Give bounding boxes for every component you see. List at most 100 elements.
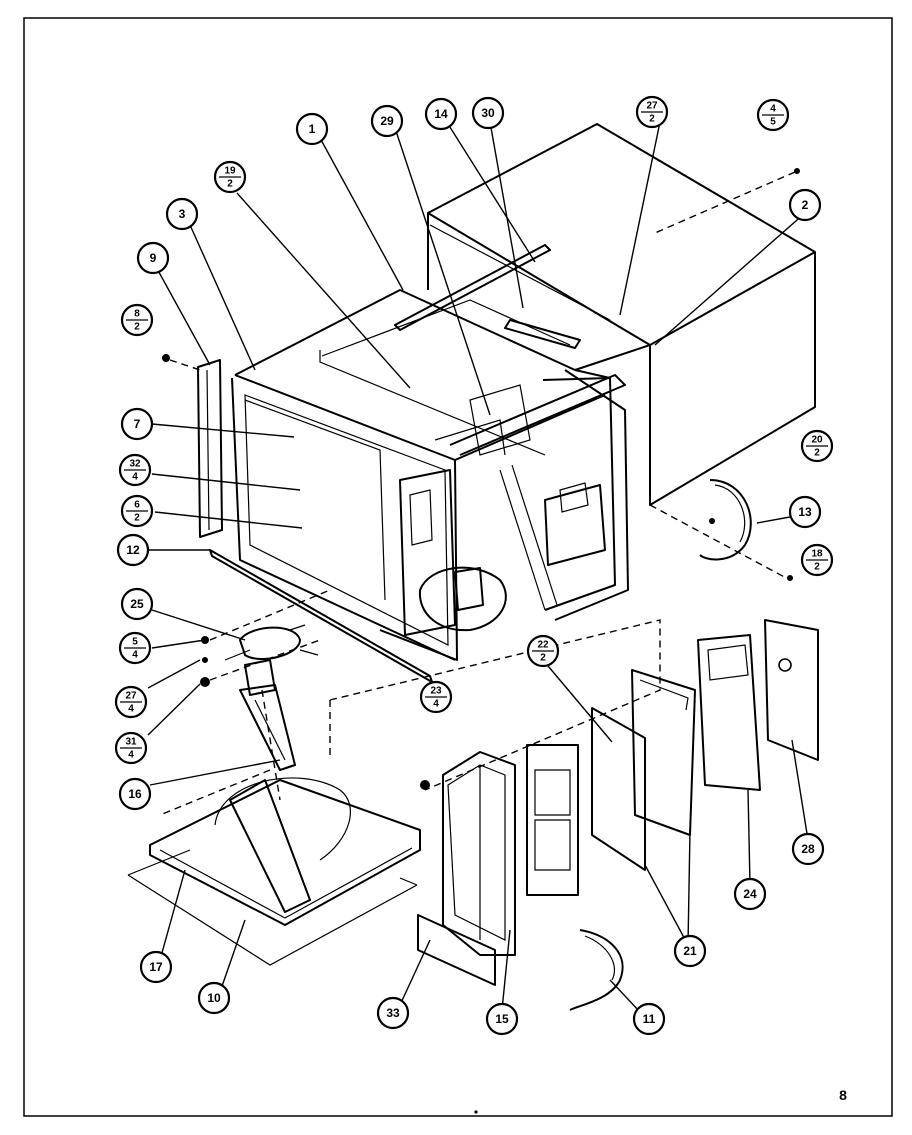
callout-12: 12 (116, 533, 150, 567)
callout-16: 16 (118, 777, 152, 811)
callout-25: 25 (120, 587, 154, 621)
base-tray (127, 777, 421, 966)
svg-text:14: 14 (434, 107, 448, 121)
door-glass (417, 914, 496, 986)
callout-31-4: 314 (114, 731, 148, 765)
callout-27-4: 274 (114, 685, 148, 719)
svg-text:8: 8 (134, 309, 140, 320)
svg-text:4: 4 (128, 704, 134, 715)
callout-13: 13 (788, 495, 822, 529)
svg-text:1: 1 (309, 122, 316, 136)
svg-text:29: 29 (380, 114, 394, 128)
callout-10: 10 (197, 981, 231, 1015)
callout-11: 11 (632, 1002, 666, 1036)
callout-8-2: 82 (120, 303, 154, 337)
svg-text:17: 17 (149, 960, 163, 974)
bottom-trim (209, 549, 433, 683)
svg-text:20: 20 (811, 435, 823, 446)
svg-text:2: 2 (134, 322, 140, 333)
door (442, 751, 516, 956)
svg-text:21: 21 (683, 944, 697, 958)
callout-33: 33 (376, 996, 410, 1030)
svg-text:6: 6 (134, 500, 140, 511)
callout-27-2: 272 (635, 95, 669, 129)
callout-15: 15 (485, 1002, 519, 1036)
svg-text:13: 13 (798, 505, 812, 519)
circuit-board (697, 634, 761, 791)
callout-28: 28 (791, 832, 825, 866)
callout-24: 24 (733, 877, 767, 911)
control-panel (526, 669, 696, 896)
callout-9: 9 (136, 241, 170, 275)
svg-text:2: 2 (814, 562, 820, 573)
page-number: 8 (839, 1087, 847, 1103)
svg-text:15: 15 (495, 1012, 509, 1026)
svg-text:2: 2 (802, 198, 809, 212)
svg-text:30: 30 (481, 106, 495, 120)
svg-text:31: 31 (125, 737, 137, 748)
svg-text:27: 27 (125, 691, 137, 702)
svg-text:16: 16 (128, 787, 142, 801)
svg-text:4: 4 (433, 699, 439, 710)
callout-6-2: 62 (120, 494, 154, 528)
callout-17: 17 (139, 950, 173, 984)
assembly-lines (159, 171, 796, 816)
leader-lines (140, 121, 809, 1013)
mounting-bracket (764, 619, 819, 761)
svg-text:33: 33 (386, 1006, 400, 1020)
print-dot (474, 1110, 478, 1114)
callout-2: 2 (788, 188, 822, 222)
callout-18-2: 182 (800, 543, 834, 577)
callout-21: 21 (673, 934, 707, 968)
callout-19-2: 192 (213, 160, 247, 194)
callout-14: 14 (424, 97, 458, 131)
callout-3: 3 (165, 197, 199, 231)
svg-text:18: 18 (811, 549, 823, 560)
svg-text:5: 5 (770, 117, 776, 128)
svg-text:4: 4 (132, 472, 138, 483)
svg-text:25: 25 (130, 597, 144, 611)
svg-text:9: 9 (150, 251, 157, 265)
page-border (23, 17, 893, 1117)
svg-text:27: 27 (646, 101, 658, 112)
callout-1: 1 (295, 112, 329, 146)
stirrer-shaft (239, 684, 296, 771)
svg-text:2: 2 (227, 179, 233, 190)
svg-text:3: 3 (179, 207, 186, 221)
callout-20-2: 202 (800, 429, 834, 463)
svg-text:11: 11 (643, 1012, 656, 1026)
svg-text:28: 28 (801, 842, 815, 856)
svg-text:19: 19 (224, 166, 236, 177)
wire-harness-11 (569, 929, 624, 1011)
svg-text:5: 5 (132, 637, 138, 648)
small-screws (162, 168, 800, 790)
callout-30: 30 (471, 96, 505, 130)
front-panel (197, 359, 456, 661)
wire-harness-13 (699, 479, 752, 561)
svg-text:2: 2 (134, 513, 140, 524)
svg-text:22: 22 (537, 640, 549, 651)
outer-cabinet (427, 123, 816, 506)
svg-text:23: 23 (430, 686, 442, 697)
callout-5-4: 54 (118, 631, 152, 665)
callout-22-2: 222 (526, 634, 560, 668)
callout-23-4: 234 (419, 680, 453, 714)
svg-text:7: 7 (134, 417, 141, 431)
svg-text:10: 10 (207, 991, 221, 1005)
svg-text:12: 12 (126, 543, 140, 557)
svg-text:32: 32 (129, 459, 141, 470)
svg-text:4: 4 (128, 750, 134, 761)
callout-29: 29 (370, 104, 404, 138)
svg-text:2: 2 (540, 653, 546, 664)
callout-7: 7 (120, 407, 154, 441)
svg-text:2: 2 (814, 448, 820, 459)
callout-32-4: 324 (118, 453, 152, 487)
svg-text:2: 2 (649, 114, 655, 125)
callout-4-5: 45 (756, 98, 790, 132)
svg-text:24: 24 (743, 887, 757, 901)
svg-text:4: 4 (132, 650, 138, 661)
svg-text:4: 4 (770, 104, 776, 115)
oven-chassis (234, 244, 651, 661)
